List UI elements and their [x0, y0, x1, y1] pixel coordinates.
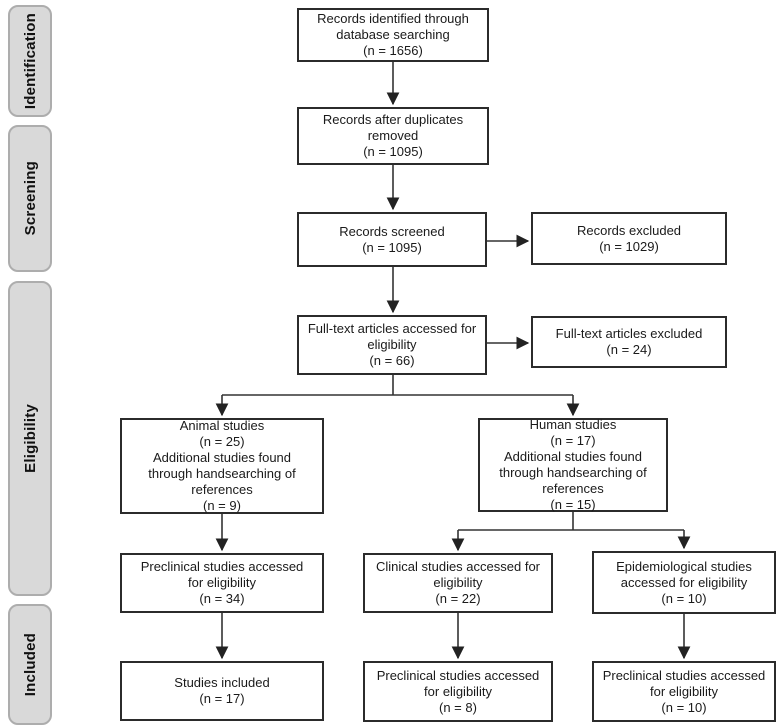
box-studies-included: Studies included (n = 17)	[120, 661, 324, 721]
phase-screening-label: Screening	[21, 161, 39, 236]
box-fulltext-accessed: Full-text articles accessed for eligibil…	[297, 315, 487, 375]
box-preclinical-accessed-10: Preclinical studies accessed for eligibi…	[592, 661, 776, 722]
box-preclinical-accessed-34: Preclinical studies accessed for eligibi…	[120, 553, 324, 613]
phase-eligibility: Eligibility	[8, 281, 52, 596]
phase-identification: Identification	[8, 5, 52, 117]
box-preclinical-accessed-8: Preclinical studies accessed for eligibi…	[363, 661, 553, 722]
box-records-excluded: Records excluded (n = 1029)	[531, 212, 727, 265]
phase-included-label: Included	[21, 632, 39, 697]
box-human-studies: Human studies (n = 17) Additional studie…	[478, 417, 668, 512]
phase-identification-label: Identification	[21, 12, 39, 110]
box-records-after-duplicates: Records after duplicates removed (n = 10…	[297, 107, 489, 165]
phase-eligibility-label: Eligibility	[21, 404, 39, 473]
box-records-identified: Records identified through database sear…	[297, 8, 489, 62]
box-epidemiological-accessed-10: Epidemiological studies accessed for eli…	[592, 551, 776, 614]
box-fulltext-excluded: Full-text articles excluded (n = 24)	[531, 316, 727, 368]
phase-screening: Screening	[8, 125, 52, 272]
box-records-screened: Records screened (n = 1095)	[297, 212, 487, 267]
box-clinical-accessed-22: Clinical studies accessed for eligibilit…	[363, 553, 553, 613]
box-animal-studies: Animal studies (n = 25) Additional studi…	[120, 418, 324, 514]
phase-included: Included	[8, 604, 52, 725]
